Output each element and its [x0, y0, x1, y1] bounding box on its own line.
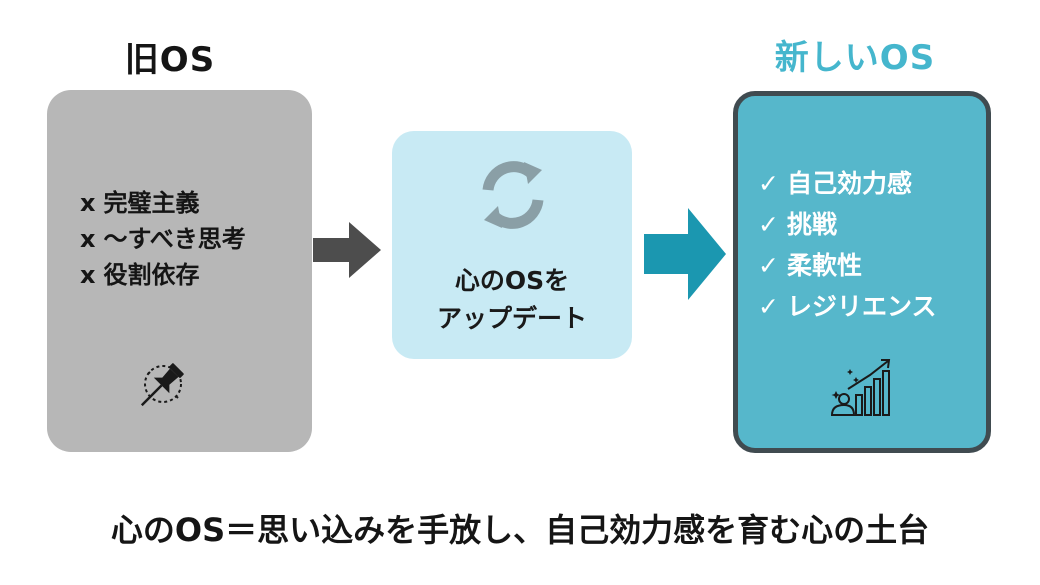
new-os-list: ✓自己効力感 ✓挑戦 ✓柔軟性 ✓レジリエンス	[758, 163, 936, 327]
cross-mark: x	[80, 225, 96, 253]
cross-mark: x	[80, 189, 96, 217]
new-os-item-label: レジリエンス	[786, 292, 937, 321]
pushpin-icon	[140, 363, 184, 407]
check-mark: ✓	[758, 292, 779, 321]
new-os-item: ✓柔軟性	[758, 245, 936, 286]
cross-mark: x	[80, 261, 96, 289]
arrow-right-icon	[313, 222, 381, 278]
old-os-title: 旧OS	[124, 40, 216, 80]
growth-chart-icon	[830, 359, 891, 416]
update-label-line1: 心のOSを	[454, 266, 570, 295]
new-os-item-label: 自己効力感	[786, 169, 912, 198]
check-mark: ✓	[758, 210, 779, 239]
arrow-right-icon	[644, 208, 726, 300]
update-label: 心のOSを アップデート	[392, 262, 632, 338]
new-os-item-label: 柔軟性	[786, 251, 862, 280]
old-os-item-label: 役割依存	[103, 261, 200, 289]
old-os-item: x～すべき思考	[80, 221, 246, 257]
old-os-item-label: 完璧主義	[103, 189, 200, 217]
old-os-item-label: ～すべき思考	[103, 225, 246, 253]
refresh-icon	[482, 161, 544, 229]
update-label-line2: アップデート	[436, 304, 587, 333]
new-os-item: ✓挑戦	[758, 204, 936, 245]
new-os-item-label: 挑戦	[786, 210, 837, 239]
new-os-item: ✓自己効力感	[758, 163, 936, 204]
new-os-item: ✓レジリエンス	[758, 286, 936, 327]
summary-caption: 心のOS＝思い込みを手放し、自己効力感を育む心の土台	[110, 511, 930, 549]
new-os-title: 新しいOS	[774, 38, 936, 78]
check-mark: ✓	[758, 251, 779, 280]
new-os-panel	[733, 91, 991, 453]
check-mark: ✓	[758, 169, 779, 198]
